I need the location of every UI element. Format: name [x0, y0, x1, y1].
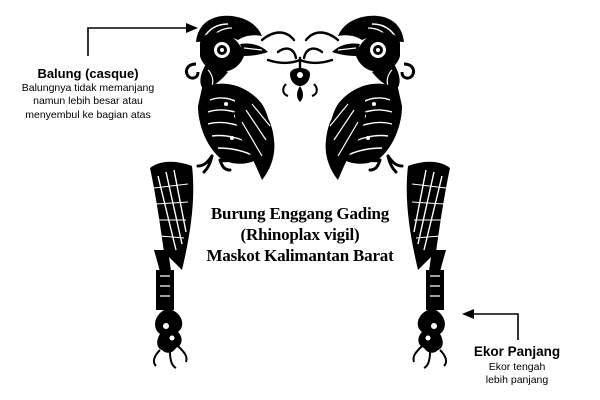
tail-annotation: Ekor Panjang Ekor tengah lebih panjang: [458, 344, 576, 387]
center-pendant: [282, 68, 318, 102]
casque-annotation: Balung (casque) Balungnya tidak memanjan…: [8, 66, 168, 122]
casque-annotation-title: Balung (casque): [37, 66, 139, 81]
casque-annotation-line: Balungnya tidak memanjang: [21, 82, 155, 95]
tail-annotation-line: Ekor tengah: [488, 360, 546, 373]
center-ornament: [260, 31, 340, 76]
casque-annotation-line: menyembul ke bagian atas: [25, 108, 151, 121]
diagram-title-line: (Rhinoplax vigil): [240, 225, 360, 244]
diagram-title: Burung Enggang Gading (Rhinoplax vigil) …: [188, 203, 412, 266]
right-hornbill: [324, 14, 452, 370]
casque-pointer: [87, 23, 198, 56]
tail-annotation-line: lebih panjang: [485, 374, 549, 386]
tail-annotation-title: Ekor Panjang: [473, 344, 561, 359]
tail-pointer: [462, 309, 519, 340]
diagram-title-line: Maskot Kalimantan Barat: [206, 246, 394, 265]
arrow-right-icon: [186, 23, 198, 33]
arrow-left-icon: [462, 309, 474, 319]
casque-annotation-line: namun lebih besar atau: [33, 95, 143, 108]
diagram-title-line: Burung Enggang Gading: [210, 204, 390, 223]
left-hornbill: [148, 14, 276, 370]
